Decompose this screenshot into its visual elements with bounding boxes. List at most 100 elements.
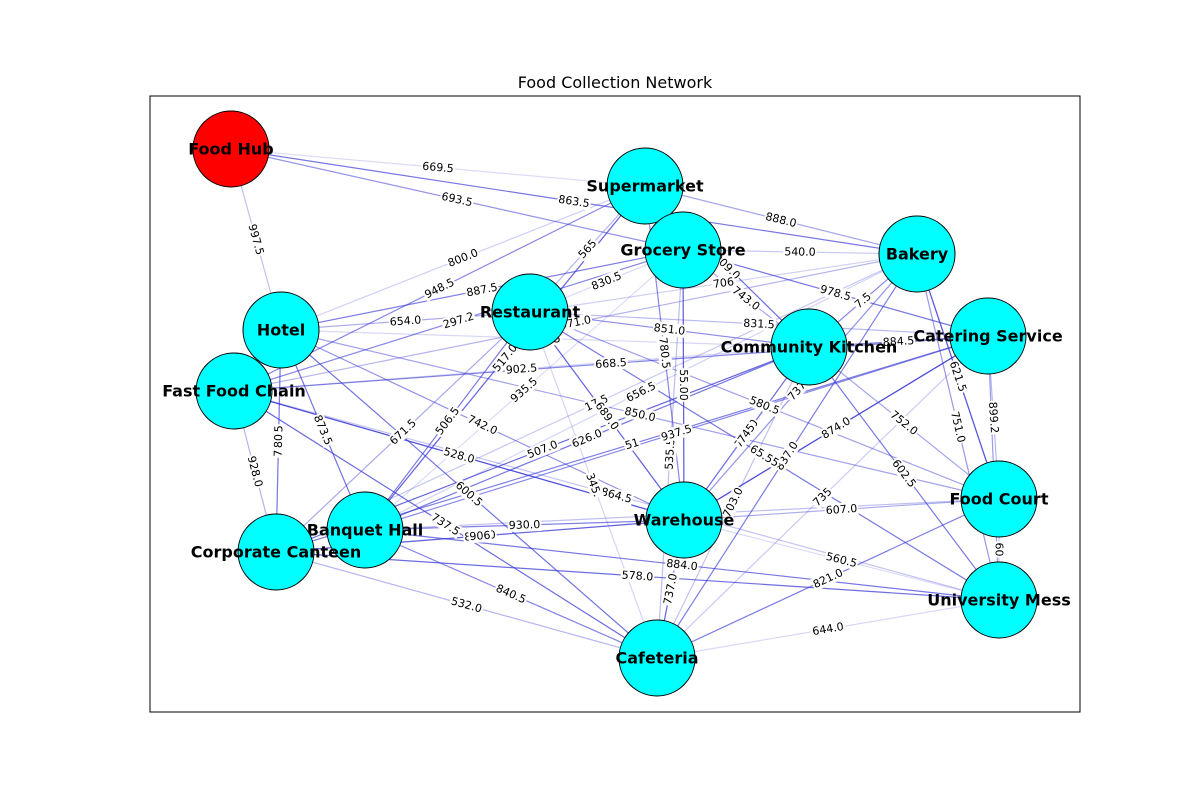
node-circle[interactable] xyxy=(878,215,956,293)
edge-label-bg xyxy=(507,517,542,533)
node-fast-food-chain[interactable]: Fast Food Chain xyxy=(162,352,306,430)
edge-label-bg xyxy=(886,407,922,439)
node-warehouse[interactable]: Warehouse xyxy=(634,481,735,559)
node-food-court[interactable]: Food Court xyxy=(950,460,1049,538)
edge-label-group: 884.5 xyxy=(881,333,916,350)
edge-weight-label: 899.2 xyxy=(986,401,1001,433)
edge-label-bg xyxy=(664,556,700,574)
edge-label-bg xyxy=(992,541,1006,558)
edge-label-bg xyxy=(810,619,846,639)
node-circle[interactable] xyxy=(237,513,315,591)
node-university-mess[interactable]: University Mess xyxy=(927,561,1071,639)
node-cafeteria[interactable]: Cafeteria xyxy=(615,619,699,697)
edge-weight-label: 644.0 xyxy=(811,620,844,638)
node-circle[interactable] xyxy=(644,211,722,289)
node-restaurant[interactable]: Restaurant xyxy=(480,273,581,351)
node-circle[interactable] xyxy=(242,291,320,369)
edge-label-group: 884.0 xyxy=(664,556,700,574)
edge-label-bg xyxy=(388,313,423,329)
edge-label-bg xyxy=(421,275,458,302)
edge-label-bg xyxy=(588,268,625,294)
edge-weight-label: 654.0 xyxy=(389,313,421,328)
edge-label-bg xyxy=(598,484,635,507)
edge-label-bg xyxy=(851,289,875,312)
node-circle[interactable] xyxy=(491,273,569,351)
edge-label-bg xyxy=(734,420,759,447)
edge-label-bg xyxy=(888,456,920,491)
edge-label-bg xyxy=(817,282,854,304)
edge-weight-label: 51 xyxy=(623,436,640,453)
edge-weight-label: 5.0 xyxy=(677,376,690,394)
node-label: Supermarket xyxy=(586,177,704,196)
edge-label-bg xyxy=(448,594,485,616)
node-label: Grocery Store xyxy=(620,241,745,260)
node-supermarket[interactable]: Supermarket xyxy=(586,147,704,225)
edge-label-bg xyxy=(810,565,846,592)
edge-label-bg xyxy=(420,159,456,176)
node-grocery-store[interactable]: Grocery Store xyxy=(620,211,746,289)
node-label: Food Hub xyxy=(188,140,274,159)
edge-weight-label: 607.0 xyxy=(825,502,857,517)
node-circle[interactable] xyxy=(770,308,848,386)
edge-label-bg xyxy=(763,209,799,231)
edge-label-bg xyxy=(524,437,561,462)
edge-label-group: 737.0 xyxy=(660,571,681,607)
edge-label-bg xyxy=(452,478,486,510)
node-circle[interactable] xyxy=(326,491,404,569)
node-food-hub[interactable]: Food Hub xyxy=(188,110,274,188)
edge-label-bg xyxy=(489,340,521,376)
edge-label-bg xyxy=(439,189,475,210)
edge-label-bg xyxy=(622,404,658,425)
edge-label-bg xyxy=(746,393,783,418)
node-bakery[interactable]: Bakery xyxy=(878,215,956,293)
edge-label-bg xyxy=(985,400,1002,435)
edge-label-bg xyxy=(656,335,673,371)
edge-label-group: 887.5 xyxy=(464,280,500,300)
edge-label-bg xyxy=(676,375,691,395)
edge-label-bg xyxy=(432,403,463,439)
edge-label-bg xyxy=(245,221,267,258)
node-circle[interactable] xyxy=(195,352,273,430)
edge-weight-label: 906 xyxy=(469,529,491,544)
node-circle[interactable] xyxy=(960,460,1038,538)
node-circle[interactable] xyxy=(618,619,696,697)
node-circle[interactable] xyxy=(949,297,1027,375)
edge-weight-label: 851.0 xyxy=(653,321,686,338)
edge-weight-label: 80 xyxy=(272,434,285,448)
edge-label-bg xyxy=(464,280,500,300)
edge-label-bg xyxy=(493,581,529,607)
node-label: Corporate Canteen xyxy=(191,543,362,562)
node-corporate-canteen[interactable]: Corporate Canteen xyxy=(191,513,362,591)
edge-weight-label: 884.0 xyxy=(666,557,699,573)
edge-label-bg xyxy=(556,192,592,211)
edge-weight-label: 706 xyxy=(712,275,735,291)
edge-label-group: 5.0 xyxy=(676,375,691,395)
edge-label-bg xyxy=(881,333,916,350)
edge-label-group: 644.0 xyxy=(810,619,846,639)
node-circle[interactable] xyxy=(606,147,684,225)
edge-label-group: 851.0 xyxy=(652,320,687,339)
edge-label-bg xyxy=(623,378,659,406)
node-circle[interactable] xyxy=(192,110,270,188)
edge-label-bg xyxy=(728,283,764,314)
node-catering-service[interactable]: Catering Service xyxy=(913,297,1063,375)
edge-label-group: 902.5 xyxy=(504,361,539,377)
node-banquet-hall[interactable]: Banquet Hall xyxy=(307,491,423,569)
edge-weight-label: 884.5 xyxy=(882,334,914,349)
edge-weight-label: 831.5 xyxy=(743,317,775,332)
node-hotel[interactable]: Hotel xyxy=(242,291,320,369)
edge-weight-label: 535.5 xyxy=(663,438,678,470)
node-community-kitchen[interactable]: Community Kitchen xyxy=(721,308,898,386)
edge-label-bg xyxy=(658,421,695,445)
edge-label-group: 578.0 xyxy=(620,568,655,584)
edge-label-bg xyxy=(823,549,860,571)
edge-weight-label: 737.0 xyxy=(661,572,680,605)
edge-label-bg xyxy=(662,436,678,472)
edge-label-bg xyxy=(809,484,836,510)
node-circle[interactable] xyxy=(960,561,1038,639)
node-circle[interactable] xyxy=(645,481,723,559)
node-label: Warehouse xyxy=(634,511,735,530)
